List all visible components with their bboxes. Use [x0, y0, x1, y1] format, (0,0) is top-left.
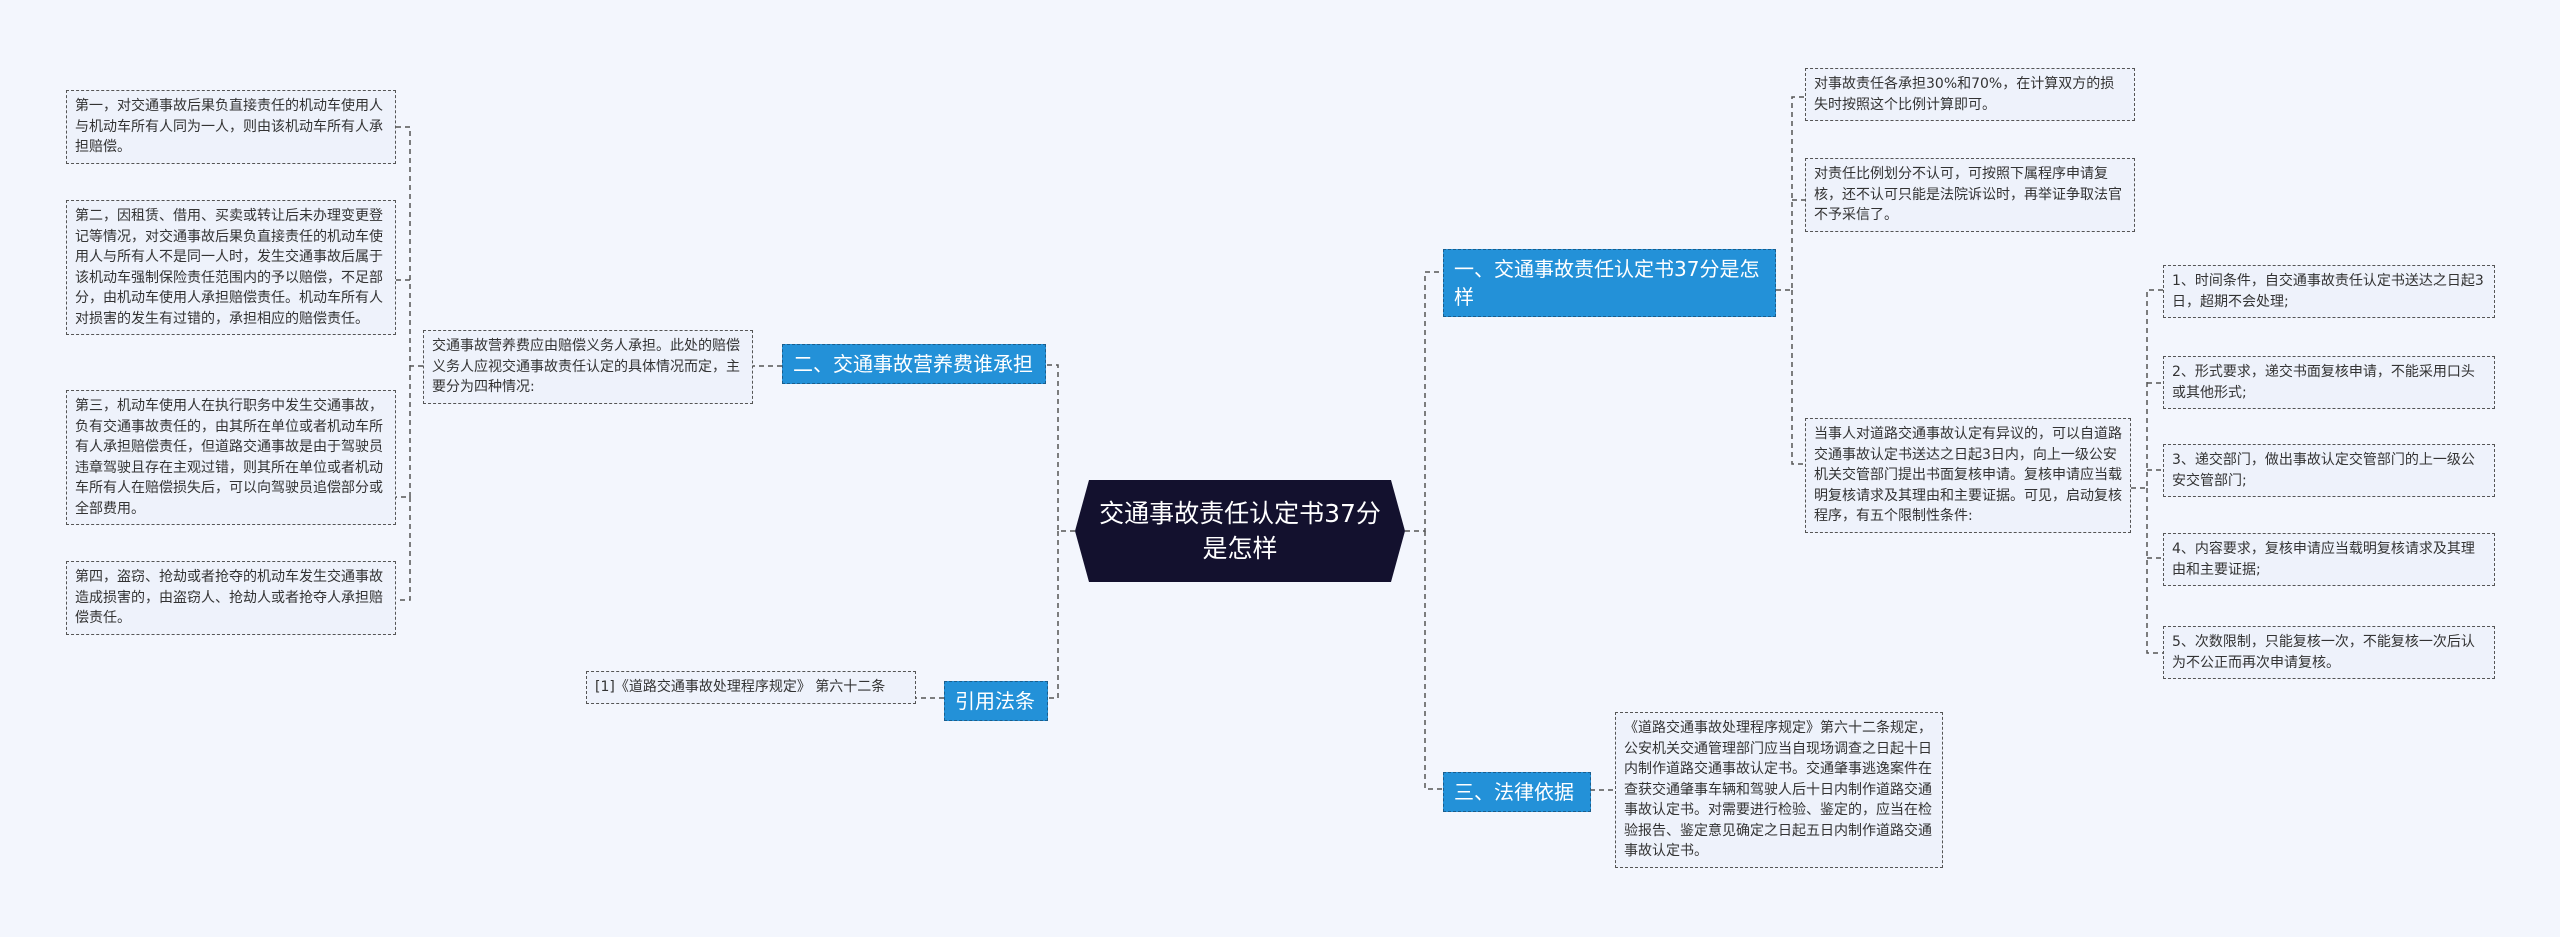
leaf-text: 2、形式要求，递交书面复核申请，不能采用口头或其他形式;: [2172, 364, 2475, 401]
branch-legal-basis[interactable]: 三、法律依据: [1443, 772, 1591, 812]
leaf-case-fourth[interactable]: 第四，盗窃、抢劫或者抢夺的机动车发生交通事故造成损害的，由盗窃人、抢劫人或者抢夺…: [66, 561, 396, 635]
leaf-case-third[interactable]: 第三，机动车使用人在执行职务中发生交通事故，负有交通事故责任的，由其所在单位或者…: [66, 390, 396, 525]
leaf-ratio-note[interactable]: 对事故责任各承担30%和70%，在计算双方的损失时按照这个比例计算即可。: [1805, 68, 2135, 121]
leaf-text: 第三，机动车使用人在执行职务中发生交通事故，负有交通事故责任的，由其所在单位或者…: [75, 398, 383, 517]
leaf-condition-form[interactable]: 2、形式要求，递交书面复核申请，不能采用口头或其他形式;: [2163, 356, 2495, 409]
leaf-text: 3、递交部门，做出事故认定交管部门的上一级公安交管部门;: [2172, 452, 2475, 489]
leaf-nutrition-intro[interactable]: 交通事故营养费应由赔偿义务人承担。此处的赔偿义务人应视交通事故责任认定的具体情况…: [423, 330, 753, 404]
leaf-text: 第四，盗窃、抢劫或者抢夺的机动车发生交通事故造成损害的，由盗窃人、抢劫人或者抢夺…: [75, 569, 383, 626]
branch-cited-law[interactable]: 引用法条: [944, 681, 1048, 721]
leaf-text: 1、时间条件，自交通事故责任认定书送达之日起3日，超期不会处理;: [2172, 273, 2484, 310]
leaf-text: 交通事故营养费应由赔偿义务人承担。此处的赔偿义务人应视交通事故责任认定的具体情况…: [432, 338, 740, 395]
branch-label: 三、法律依据: [1454, 780, 1574, 804]
branch-responsibility-37[interactable]: 一、交通事故责任认定书37分是怎样: [1443, 249, 1776, 317]
leaf-condition-time[interactable]: 1、时间条件，自交通事故责任认定书送达之日起3日，超期不会处理;: [2163, 265, 2495, 318]
branch-label: 引用法条: [955, 689, 1035, 713]
leaf-text: [1]《道路交通事故处理程序规定》 第六十二条: [595, 679, 886, 695]
leaf-condition-department[interactable]: 3、递交部门，做出事故认定交管部门的上一级公安交管部门;: [2163, 444, 2495, 497]
leaf-legal-text[interactable]: 《道路交通事故处理程序规定》第六十二条规定，公安机关交通管理部门应当自现场调查之…: [1615, 712, 1943, 868]
leaf-text: 对责任比例划分不认可，可按照下属程序申请复核，还不认可只能是法院诉讼时，再举证争…: [1814, 166, 2122, 223]
leaf-text: 第二，因租赁、借用、买卖或转让后未办理变更登记等情况，对交通事故后果负直接责任的…: [75, 208, 383, 327]
root-topic-label: 交通事故责任认定书37分是怎样: [1099, 499, 1381, 563]
leaf-reference[interactable]: [1]《道路交通事故处理程序规定》 第六十二条: [586, 671, 916, 704]
leaf-text: 当事人对道路交通事故认定有异议的，可以自道路交通事故认定书送达之日起3日内，向上…: [1814, 426, 2122, 524]
root-topic[interactable]: 交通事故责任认定书37分是怎样: [1075, 480, 1405, 582]
branch-label: 一、交通事故责任认定书37分是怎样: [1454, 257, 1760, 309]
leaf-text: 《道路交通事故处理程序规定》第六十二条规定，公安机关交通管理部门应当自现场调查之…: [1624, 720, 1932, 859]
leaf-case-first[interactable]: 第一，对交通事故后果负直接责任的机动车使用人与机动车所有人同为一人，则由该机动车…: [66, 90, 396, 164]
leaf-text: 对事故责任各承担30%和70%，在计算双方的损失时按照这个比例计算即可。: [1814, 76, 2115, 113]
leaf-text: 第一，对交通事故后果负直接责任的机动车使用人与机动车所有人同为一人，则由该机动车…: [75, 98, 383, 155]
leaf-text: 4、内容要求，复核申请应当载明复核请求及其理由和主要证据;: [2172, 541, 2475, 578]
branch-nutrition-fee[interactable]: 二、交通事故营养费谁承担: [782, 344, 1046, 384]
leaf-condition-times[interactable]: 5、次数限制，只能复核一次，不能复核一次后认为不公正而再次申请复核。: [2163, 626, 2495, 679]
leaf-case-second[interactable]: 第二，因租赁、借用、买卖或转让后未办理变更登记等情况，对交通事故后果负直接责任的…: [66, 200, 396, 335]
leaf-review-procedure[interactable]: 当事人对道路交通事故认定有异议的，可以自道路交通事故认定书送达之日起3日内，向上…: [1805, 418, 2131, 533]
leaf-condition-content[interactable]: 4、内容要求，复核申请应当载明复核请求及其理由和主要证据;: [2163, 533, 2495, 586]
leaf-review-note[interactable]: 对责任比例划分不认可，可按照下属程序申请复核，还不认可只能是法院诉讼时，再举证争…: [1805, 158, 2135, 232]
branch-label: 二、交通事故营养费谁承担: [793, 352, 1033, 376]
leaf-text: 5、次数限制，只能复核一次，不能复核一次后认为不公正而再次申请复核。: [2172, 634, 2475, 671]
